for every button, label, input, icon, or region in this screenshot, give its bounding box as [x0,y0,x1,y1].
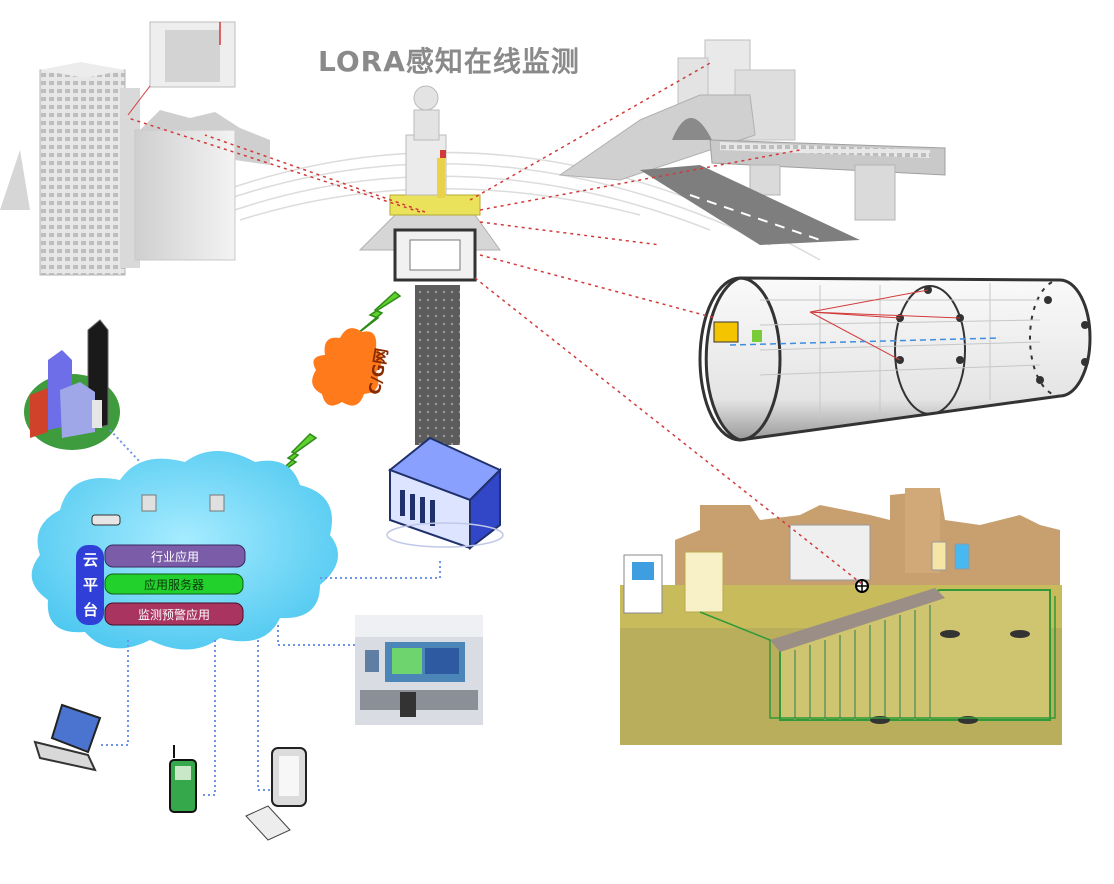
diagram-title: LORA感知在线监测 [318,45,580,78]
platform-char-3: 台 [83,601,98,619]
phone-icon [169,745,197,813]
cloud-platform [31,451,339,650]
server-icon [386,436,504,551]
tunnel-icon [698,276,1092,442]
layer-warning [104,602,244,626]
lightning-icon [267,291,402,483]
pipe-icon [620,488,1062,745]
layer-warning-label: 监测预警应用 [138,607,210,622]
control-room-image [355,615,483,725]
cloud-server-icon [91,494,225,526]
platform-char-1: 云 [83,551,98,569]
city-icon [24,319,120,450]
bridge-icon [558,39,946,245]
tablet-icon [245,747,307,841]
layer-industry-label: 行业应用 [151,549,199,564]
platform-label: 云 平 台 [83,551,103,619]
layer-server [104,573,244,595]
layer-server-label: 应用服务器 [144,577,204,592]
platform-char-2: 平 [83,576,98,594]
network-badge [312,328,382,406]
building-icon [0,21,270,276]
gateway-icon [358,85,501,445]
layer-industry [104,544,246,568]
platform-bar [76,545,104,625]
client-links [100,429,441,796]
sensor-links [127,61,863,585]
laptop-icon [33,703,102,772]
